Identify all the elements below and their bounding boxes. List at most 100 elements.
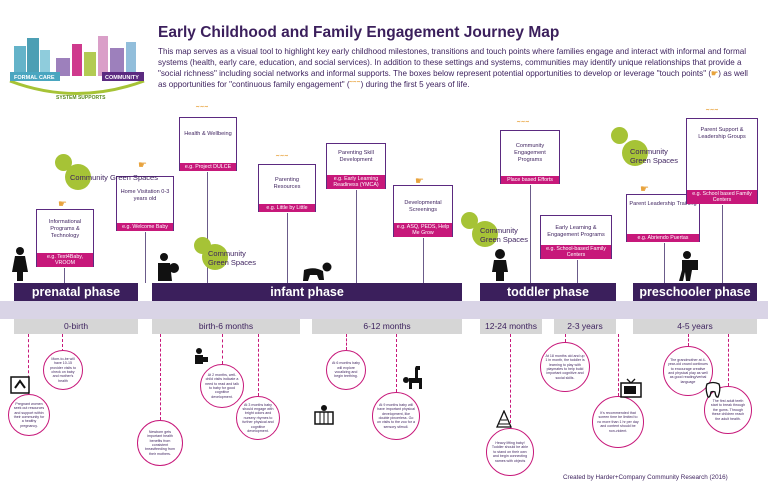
connector-line (64, 268, 65, 283)
milestone-circle: The grandmother at 4-year-old crowd cont… (663, 346, 713, 396)
box-label: Parenting Resources (273, 177, 301, 190)
phase-infant: infant phase (152, 283, 462, 302)
timeline-dash (160, 334, 161, 420)
touch-point-icon: ☛ (138, 160, 147, 171)
box-example: e.g. School-based Family Centers (541, 245, 611, 259)
continuous-engagement-icon: ˜˜˜ (196, 105, 209, 116)
box-label: Parent Support & Leadership Groups (698, 127, 746, 140)
box-example: e.g. Project DULCE (180, 163, 236, 171)
connector-line (530, 185, 531, 283)
television-icon (620, 378, 642, 398)
connector-line (145, 232, 146, 283)
timeline-dash (222, 334, 223, 364)
crawling-baby-icon (303, 262, 332, 281)
milestone-circle: At 9 months baby will have important phy… (372, 392, 420, 440)
timeline-dash (510, 334, 511, 428)
box-example: e.g. Text4Baby, VROOM (37, 253, 93, 267)
green-space-label: Community Green Spaces (70, 173, 158, 182)
box-label: Developmental Screenings (404, 200, 442, 213)
box-example: e.g. Abriendo Puertas (627, 234, 699, 242)
logo-community: COMMUNITY (105, 75, 139, 81)
credit-text: Created by Harder+Company Community Rese… (563, 474, 728, 481)
connector-line (207, 172, 208, 283)
box-early-learning: Early Learning & Engagement Programs e.g… (540, 215, 612, 259)
box-label: Parenting Skill Development (338, 150, 374, 163)
intro-part-3: ) during the first 5 years of life. (360, 80, 470, 89)
age-12-24-months: 12-24 months (480, 319, 542, 334)
tooth-icon (705, 381, 721, 398)
toddler-icon (492, 249, 508, 281)
milestone-circle: The first adult teeth start to break thr… (704, 386, 752, 434)
intro-part-1: This map serves as a visual tool to high… (158, 47, 747, 78)
giraffe-icon (403, 366, 422, 389)
connector-line (287, 213, 288, 283)
box-example: Place based Efforts (501, 176, 559, 184)
box-parenting-skill: Parenting Skill Development e.g. Early L… (326, 143, 386, 189)
intro-text: This map serves as a visual tool to high… (158, 46, 758, 90)
milestone-circle: Newborn gets important health benefits f… (137, 420, 183, 466)
box-parenting-resources: Parenting Resources e.g. Little by Littl… (258, 164, 316, 212)
box-label: Community Engagement Programs (514, 143, 546, 163)
green-space-dot (461, 212, 478, 229)
box-example: e.g. Little by Little (259, 204, 315, 212)
connector-line (423, 238, 424, 283)
touch-point-icon: ☛ (415, 176, 424, 187)
green-space-dot (55, 154, 72, 171)
logo-formal-care: FORMAL CARE (14, 75, 55, 81)
milestone-circle: It's recommended that screen time be lim… (592, 396, 644, 448)
crib-icon (314, 405, 334, 425)
green-space-label: Community Green Spaces (208, 249, 256, 267)
age-4-5-years: 4-5 years (633, 319, 757, 334)
milestone-circle: At 6 months baby will explore vocalizing… (326, 350, 366, 390)
box-parent-support: Parent Support & Leadership Groups e.g. … (686, 118, 758, 204)
timeline-dash (62, 334, 63, 352)
box-example: e.g. School based Family Centers (687, 190, 757, 204)
box-informational-programs: Informational Programs & Technology e.g.… (36, 209, 94, 267)
touch-point-icon: ☛ (640, 184, 649, 195)
intro-part-2: ) as well as opportunities for "continuo… (158, 69, 748, 89)
age-6-12-months: 6-12 months (312, 319, 462, 334)
box-label: Informational Programs & Technology (48, 219, 82, 239)
green-space-circle (202, 244, 228, 270)
milestone-circle: At 2 months, well-child visits indicate … (200, 364, 244, 408)
green-space-dot (611, 127, 628, 144)
phase-toddler: toddler phase (480, 283, 616, 302)
timeline-dash (688, 334, 689, 346)
party-hat-icon (496, 410, 512, 428)
milestone-circle: Pregnant women seek out resources and su… (8, 394, 50, 436)
box-label: Early Learning & Engagement Programs (547, 225, 605, 238)
box-label: Health & Wellbeing (184, 131, 232, 137)
connector-line (722, 205, 723, 283)
green-space-label: Community Green Spaces (630, 147, 678, 165)
pregnancy-test-icon (10, 376, 30, 394)
continuous-engagement-icon: ˜˜˜ (276, 154, 289, 165)
box-example: e.g. ASQ, PEDS, Help Me Grow (394, 223, 452, 237)
timeline-dash (565, 334, 566, 342)
green-space-circle (472, 221, 498, 247)
box-example: e.g. Welcome Baby (117, 223, 173, 231)
timeline-dash (258, 334, 259, 396)
box-health-wellbeing: Health & Wellbeing e.g. Project DULCE (179, 117, 237, 171)
box-example: e.g. Early Learning Readiness (YMCA) (327, 175, 385, 189)
connector-line (356, 190, 357, 283)
green-space-label: Community Green Spaces (480, 226, 528, 244)
timeline-dash (618, 334, 619, 396)
box-label: Home Visitation 0-3 years old (120, 189, 170, 202)
continuous-engagement-icon: ˜˜˜ (517, 120, 530, 131)
age-0-birth: 0-birth (14, 319, 138, 334)
page-title: Early Childhood and Family Engagement Jo… (158, 24, 560, 41)
timeline-dash (346, 334, 347, 350)
timeline-band (0, 301, 768, 319)
green-space-circle (65, 164, 91, 190)
mother-baby-icon (158, 253, 179, 281)
phase-prenatal: prenatal phase (14, 283, 138, 302)
connector-line (577, 260, 578, 283)
milestone-circle: At 18 months old and up 1 in month, the … (540, 342, 590, 392)
box-label: Parent Leadership Training (629, 201, 697, 207)
milestone-circle: Heavy lifting baby! Toddler should be ab… (486, 428, 534, 476)
logo-system-supports: SYSTEM SUPPORTS (56, 95, 106, 101)
age-2-3-years: 2-3 years (554, 319, 616, 334)
green-space-circle (622, 140, 648, 166)
touch-point-icon: ☛ (58, 199, 67, 210)
pregnant-woman-icon (12, 247, 28, 281)
